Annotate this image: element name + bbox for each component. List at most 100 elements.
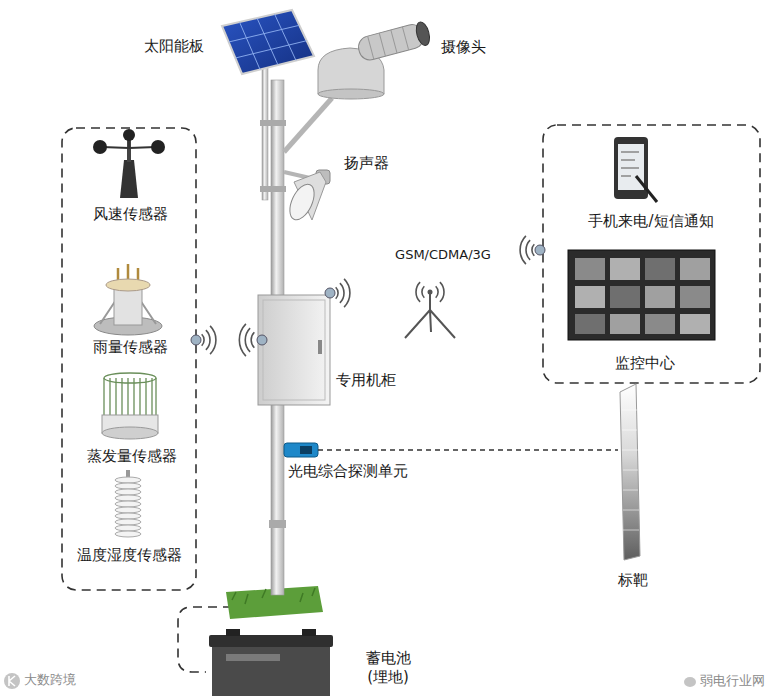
temperature-humidity-sensor-icon bbox=[115, 477, 141, 483]
label-text: (埋地) bbox=[366, 668, 411, 688]
wireless-signal bbox=[336, 279, 350, 307]
label-text: GSM/CDMA/3G bbox=[395, 247, 491, 264]
temperature-humidity-sensor-icon bbox=[115, 531, 141, 537]
monitor-wall-icon bbox=[680, 314, 710, 334]
camera-icon bbox=[318, 89, 384, 99]
cabinet-icon bbox=[258, 295, 330, 405]
wireless-signal bbox=[535, 245, 545, 255]
temperature-humidity-sensor-icon bbox=[115, 513, 141, 519]
anemometer-icon bbox=[123, 129, 135, 141]
monitor-wall-icon bbox=[568, 250, 715, 340]
temperature-humidity-sensor-icon bbox=[115, 483, 141, 489]
antenna-icon bbox=[429, 292, 431, 312]
watermark: 大数跨境 bbox=[24, 672, 76, 689]
evaporation-sensor-icon bbox=[102, 373, 158, 439]
temperature-humidity-sensor-icon bbox=[115, 470, 141, 537]
monitor-wall-icon bbox=[680, 258, 710, 280]
label-text: 扬声器 bbox=[344, 154, 389, 174]
monitor-wall-icon bbox=[568, 250, 715, 340]
part-label: 摄像头 bbox=[441, 38, 486, 58]
monitor-wall-icon bbox=[575, 314, 605, 334]
part-label: 风速传感器 bbox=[93, 205, 168, 225]
rain-gauge-icon bbox=[106, 279, 150, 291]
label-text: 太阳能板 bbox=[144, 37, 204, 57]
antenna-icon bbox=[416, 282, 444, 302]
part-label: 标靶 bbox=[618, 383, 648, 591]
detector-unit-icon bbox=[300, 446, 312, 454]
part-label: GSM/CDMA/3G bbox=[395, 247, 491, 264]
wireless-signal bbox=[191, 335, 201, 345]
solar-panel-icon bbox=[229, 14, 307, 70]
battery-icon bbox=[302, 629, 316, 636]
sensor-group-bracket bbox=[62, 128, 196, 590]
label-text: 摄像头 bbox=[441, 38, 486, 58]
solar-panel-icon bbox=[222, 10, 314, 74]
anemometer-icon bbox=[151, 140, 165, 154]
part-label: 太阳能板 bbox=[144, 37, 204, 57]
monitor-wall-icon bbox=[645, 314, 675, 334]
wireless-signal bbox=[325, 288, 335, 298]
temperature-humidity-sensor-icon bbox=[115, 519, 141, 525]
detector-unit-icon bbox=[284, 443, 318, 457]
phone-icon bbox=[636, 176, 657, 202]
phone-icon bbox=[614, 137, 648, 199]
part-label: 监控中心 bbox=[615, 354, 675, 374]
watermark-logo bbox=[4, 673, 20, 689]
speaker-icon bbox=[284, 170, 330, 223]
part-label: 光电综合探测单元 bbox=[288, 442, 408, 482]
detector-unit-icon bbox=[284, 443, 404, 457]
phone-icon bbox=[621, 152, 639, 176]
anemometer-icon bbox=[120, 160, 138, 198]
camera-icon bbox=[284, 98, 332, 152]
watermark-logo bbox=[4, 673, 696, 689]
notify-group-bracket bbox=[543, 125, 760, 383]
antenna-icon bbox=[405, 282, 455, 338]
battery-icon bbox=[226, 654, 280, 661]
label-text: 温度湿度传感器 bbox=[77, 546, 182, 566]
watermark-logo bbox=[9, 676, 15, 686]
monitor-wall-icon bbox=[610, 314, 640, 334]
temperature-humidity-sensor-icon bbox=[115, 489, 141, 495]
part-label: 扬声器 bbox=[344, 154, 389, 174]
antenna-icon bbox=[405, 310, 455, 338]
anemometer-icon bbox=[93, 129, 165, 198]
solar-panel-icon bbox=[222, 10, 314, 74]
pole bbox=[260, 120, 286, 126]
battery-icon bbox=[226, 629, 240, 636]
evaporation-sensor-icon bbox=[104, 373, 156, 383]
watermark: 弱电行业网 bbox=[700, 673, 765, 690]
temperature-humidity-sensor-icon bbox=[115, 495, 141, 501]
antenna-icon bbox=[428, 290, 433, 295]
evaporation-sensor-icon bbox=[102, 427, 158, 439]
rain-gauge-icon bbox=[94, 264, 162, 335]
monitor-wall-icon bbox=[645, 286, 675, 308]
label-text: 风速传感器 bbox=[93, 205, 168, 225]
label-text: 标靶 bbox=[618, 571, 648, 591]
label-text: 专用机柜 bbox=[336, 371, 396, 391]
cabinet-icon bbox=[263, 300, 325, 400]
dashed-connector bbox=[408, 449, 618, 451]
label-text: 光电综合探测单元 bbox=[288, 462, 408, 482]
part-label: 手机来电/短信通知 bbox=[588, 212, 713, 232]
cabinet-icon bbox=[258, 295, 330, 405]
temperature-humidity-sensor-icon bbox=[115, 525, 141, 531]
label-text: 蒸发量传感器 bbox=[87, 447, 177, 467]
wireless-signal bbox=[191, 236, 545, 356]
camera-icon bbox=[284, 21, 432, 152]
part-label: 温度湿度传感器 bbox=[77, 546, 182, 566]
wireless-signal bbox=[520, 236, 534, 264]
anemometer-icon bbox=[93, 140, 107, 154]
monitor-wall-icon bbox=[575, 258, 605, 280]
sensor-group-bracket bbox=[62, 128, 196, 590]
target-icon bbox=[620, 384, 640, 560]
part-label: 专用机柜 bbox=[336, 371, 396, 391]
part-label: 蓄电池(埋地) bbox=[366, 649, 411, 688]
battery-icon bbox=[212, 642, 330, 696]
speaker-icon bbox=[285, 181, 319, 224]
wireless-signal bbox=[202, 326, 216, 354]
label-text: 雨量传感器 bbox=[93, 338, 168, 358]
temperature-humidity-sensor-icon bbox=[115, 507, 141, 513]
wireless-signal bbox=[257, 335, 267, 345]
detector-unit-icon bbox=[318, 449, 404, 451]
